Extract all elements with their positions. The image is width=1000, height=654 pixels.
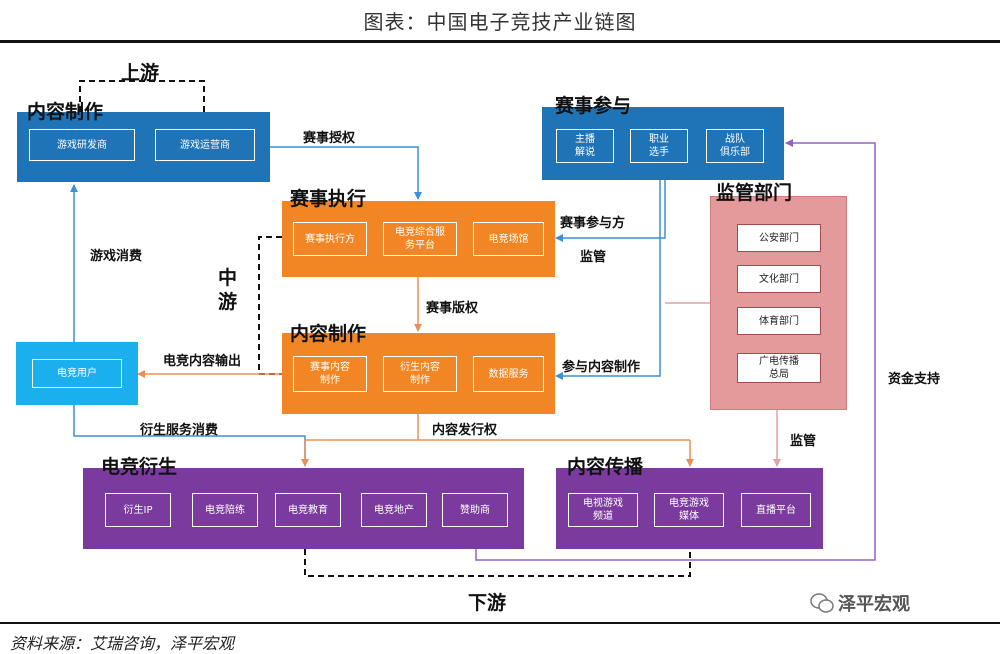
content-upstream-group: 游戏研发商 游戏运营商 <box>17 112 270 182</box>
edge-label-license: 赛事授权 <box>303 131 356 146</box>
midstream-bracket <box>258 236 282 375</box>
join-content-arrow <box>555 180 661 380</box>
edge-label-distribution-rights: 内容发行权 <box>432 423 498 438</box>
derivative-label: 电竞衍生 <box>101 456 178 478</box>
stage-downstream: 下游 <box>468 592 507 614</box>
sports-dept-box[interactable]: 体育部门 <box>737 307 821 335</box>
derivative-ip-box[interactable]: 衍生IP <box>105 493 171 527</box>
downstream-bracket <box>304 549 691 577</box>
radio-tv-admin-box[interactable]: 广电传播 总局 <box>737 353 821 383</box>
event-executor-box[interactable]: 赛事执行方 <box>293 222 367 256</box>
team-club-box[interactable]: 战队 俱乐部 <box>706 129 764 163</box>
edge-label-derivative-consume: 衍生服务消费 <box>140 423 219 438</box>
host-commentator-box[interactable]: 主播 解说 <box>556 129 614 163</box>
streaming-platform-box[interactable]: 直播平台 <box>741 493 811 527</box>
license-arrow <box>270 146 422 200</box>
content-mid-group: 赛事内容 制作 衍生内容 制作 数据服务 <box>282 333 555 414</box>
execution-group: 赛事执行方 电竞综合服 务平台 电竞场馆 <box>282 201 555 277</box>
esports-user-box[interactable]: 电竞用户 <box>32 359 122 388</box>
culture-dept-box[interactable]: 文化部门 <box>737 265 821 293</box>
sponsor-box[interactable]: 赞助商 <box>442 493 508 527</box>
upstream-bracket <box>79 80 205 112</box>
edge-label-participant: 赛事参与方 <box>560 216 626 231</box>
distribution-group: 电视游戏 频道 电竞游戏 媒体 直播平台 <box>556 468 823 549</box>
derivative-group: 衍生IP 电竞陪练 电竞教育 电竞地产 赞助商 <box>83 468 524 549</box>
game-operator-box[interactable]: 游戏运营商 <box>155 129 255 161</box>
content-mid-label: 内容制作 <box>290 323 367 345</box>
supervision-group: 公安部门 文化部门 体育部门 广电传播 总局 <box>710 196 847 410</box>
edge-label-copyright: 赛事版权 <box>426 301 479 316</box>
supervision-label: 监管部门 <box>716 182 793 204</box>
esports-coaching-box[interactable]: 电竞陪练 <box>192 493 258 527</box>
esports-service-platform-box[interactable]: 电竞综合服 务平台 <box>383 222 457 256</box>
watermark: 泽平宏观 <box>838 594 910 615</box>
participant-arrow <box>555 180 666 242</box>
title-divider <box>0 40 1000 43</box>
stage-upstream: 上游 <box>121 62 160 84</box>
esports-education-box[interactable]: 电竞教育 <box>275 493 341 527</box>
stage-midstream: 中游 <box>218 267 238 313</box>
content-upstream-label: 内容制作 <box>27 101 104 123</box>
esports-realestate-box[interactable]: 电竞地产 <box>361 493 427 527</box>
tv-game-channel-box[interactable]: 电视游戏 频道 <box>568 493 638 527</box>
edge-label-supervise-1: 监管 <box>580 250 607 265</box>
edge-label-supervise-2: 监管 <box>790 434 817 449</box>
distribution-label: 内容传播 <box>567 456 644 478</box>
page-title: 图表：中国电子竞技产业链图 <box>363 10 637 34</box>
execution-label: 赛事执行 <box>290 188 367 210</box>
edge-label-content-output: 电竞内容输出 <box>163 354 242 369</box>
edge-label-funding: 资金支持 <box>888 372 941 387</box>
edge-label-join-content: 参与内容制作 <box>562 360 641 375</box>
footer-divider <box>0 622 1000 624</box>
source-note: 资料来源：艾瑞咨询，泽平宏观 <box>10 634 235 653</box>
pro-player-box[interactable]: 职业 选手 <box>630 129 688 163</box>
game-developer-box[interactable]: 游戏研发商 <box>29 129 135 161</box>
distribution-rights-arrow <box>305 414 690 441</box>
users-group: 电竞用户 <box>16 342 138 405</box>
esports-venue-box[interactable]: 电竞场馆 <box>473 222 544 256</box>
participation-group: 主播 解说 职业 选手 战队 俱乐部 <box>542 107 784 180</box>
data-service-box[interactable]: 数据服务 <box>473 356 544 392</box>
participation-label: 赛事参与 <box>555 95 632 117</box>
edge-label-game-consume: 游戏消费 <box>90 249 143 264</box>
derivative-content-box[interactable]: 衍生内容 制作 <box>383 356 457 392</box>
esports-media-box[interactable]: 电竞游戏 媒体 <box>654 493 724 527</box>
event-content-box[interactable]: 赛事内容 制作 <box>293 356 367 392</box>
public-security-box[interactable]: 公安部门 <box>737 224 821 252</box>
wechat-icon <box>810 593 834 613</box>
